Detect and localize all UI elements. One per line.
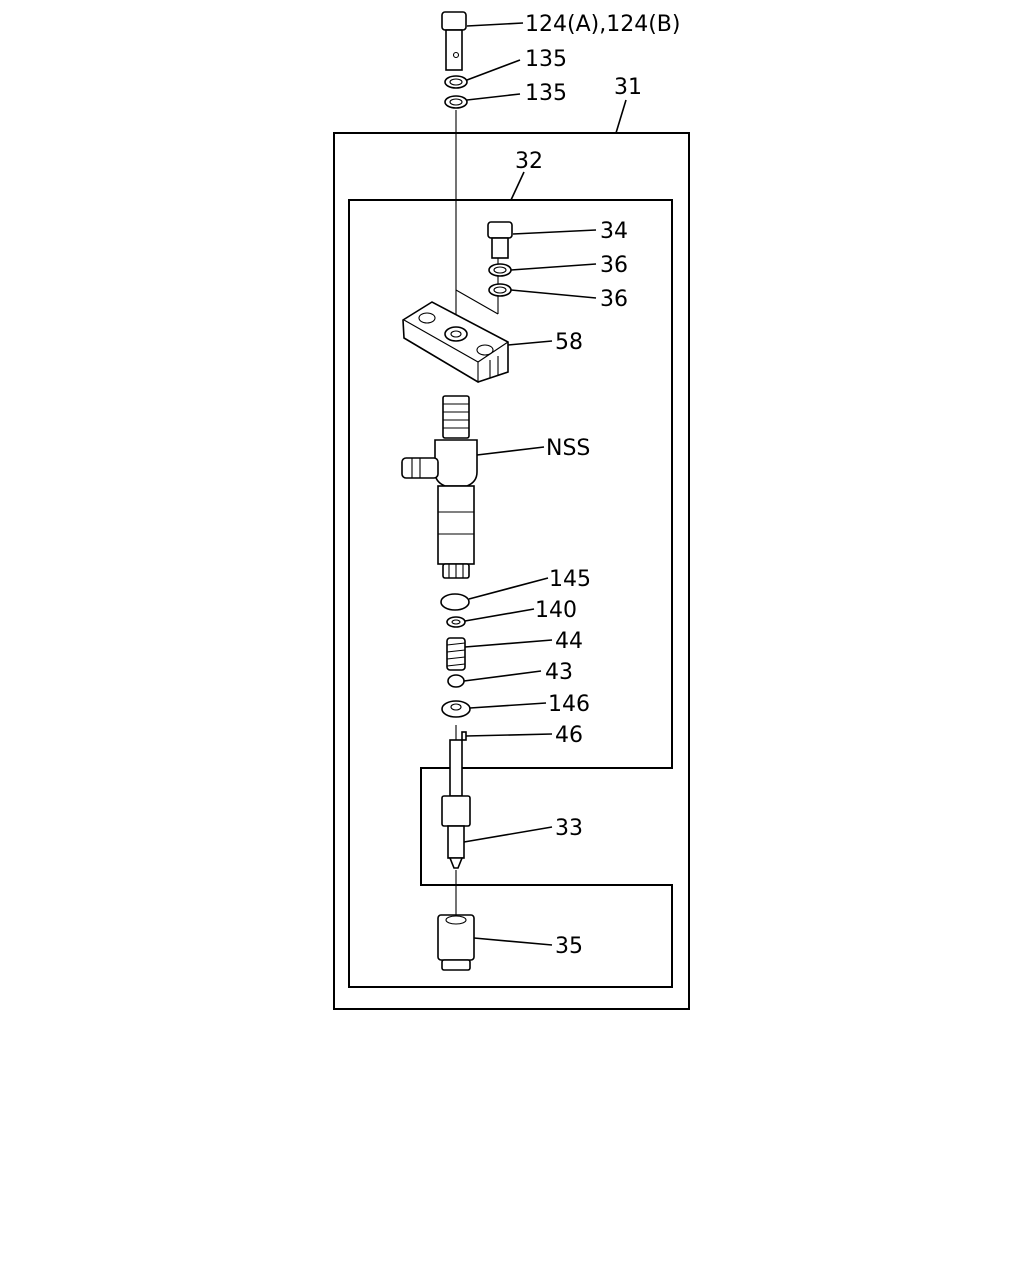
callout-32: 32 bbox=[515, 149, 543, 174]
washer-140 bbox=[446, 616, 466, 628]
callout-34: 34 bbox=[600, 219, 628, 244]
assembly-frame-31 bbox=[333, 132, 690, 1010]
leader-43 bbox=[463, 670, 542, 682]
leader-135-b bbox=[466, 93, 521, 101]
nozzle-33 bbox=[441, 739, 471, 869]
bolt-124 bbox=[441, 11, 467, 71]
callout-146: 146 bbox=[548, 692, 590, 717]
leader-36-b bbox=[510, 289, 597, 299]
washer-135-a bbox=[444, 75, 468, 89]
washer-36-b bbox=[488, 283, 512, 297]
washer-36-a bbox=[488, 263, 512, 277]
callout-135-a: 135 bbox=[525, 47, 567, 72]
leader-36-a bbox=[510, 263, 597, 271]
assembly-frame-32 bbox=[348, 199, 673, 988]
clamp-58 bbox=[402, 301, 509, 383]
leader-33 bbox=[463, 826, 553, 843]
bolt-34 bbox=[487, 221, 513, 259]
callout-44: 44 bbox=[555, 629, 583, 654]
callout-nss: NSS bbox=[546, 436, 590, 461]
callout-124: 124(A),124(B) bbox=[525, 12, 680, 37]
leader-124 bbox=[466, 22, 524, 27]
spring-44 bbox=[446, 637, 466, 671]
callout-35: 35 bbox=[555, 934, 583, 959]
leader-34 bbox=[512, 229, 597, 235]
leader-145 bbox=[468, 577, 549, 600]
leader-nss bbox=[476, 446, 545, 456]
callout-145: 145 bbox=[549, 567, 591, 592]
pin-46 bbox=[461, 731, 467, 741]
leader-46 bbox=[465, 733, 553, 737]
leader-146 bbox=[469, 702, 547, 709]
callout-46: 46 bbox=[555, 723, 583, 748]
clamp-axis-line bbox=[455, 250, 499, 315]
washer-135-b bbox=[444, 95, 468, 109]
callout-36-a: 36 bbox=[600, 253, 628, 278]
leader-135-a bbox=[466, 59, 521, 81]
callout-31: 31 bbox=[614, 75, 642, 100]
leader-31 bbox=[615, 99, 627, 134]
shim-146 bbox=[441, 700, 471, 718]
nozzle-holder-nss bbox=[401, 395, 478, 579]
nut-35 bbox=[437, 914, 475, 971]
spacer-43 bbox=[447, 674, 465, 688]
leader-35 bbox=[473, 937, 553, 946]
oring-145 bbox=[440, 593, 470, 611]
callout-36-b: 36 bbox=[600, 287, 628, 312]
callout-135-b: 135 bbox=[525, 81, 567, 106]
leader-140 bbox=[464, 608, 535, 622]
callout-140: 140 bbox=[535, 598, 577, 623]
callout-58: 58 bbox=[555, 330, 583, 355]
leader-58 bbox=[507, 340, 553, 346]
callout-33: 33 bbox=[555, 816, 583, 841]
leader-32 bbox=[510, 171, 525, 201]
callout-43: 43 bbox=[545, 660, 573, 685]
leader-44 bbox=[464, 639, 553, 648]
